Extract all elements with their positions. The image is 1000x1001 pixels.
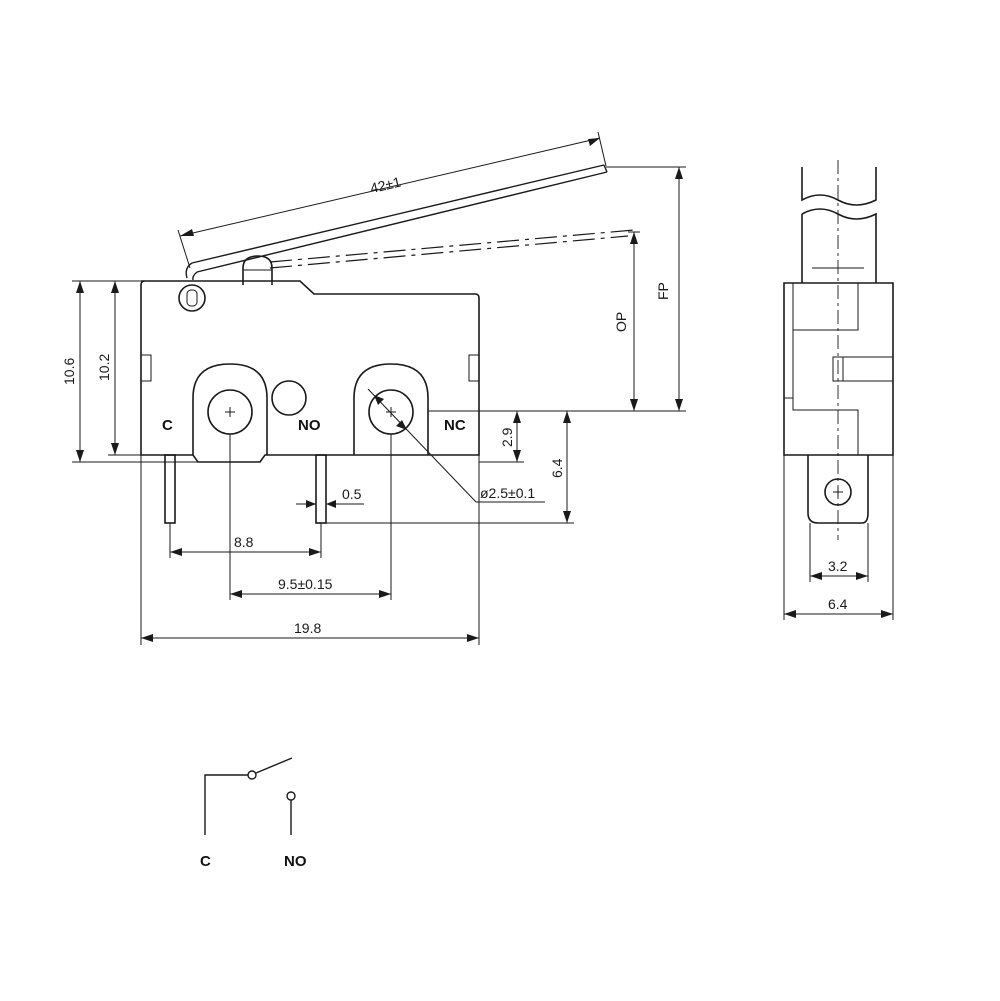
dim-hole-pitch: 9.5±0.15: [278, 576, 333, 592]
side-view: [783, 160, 894, 540]
dim-pitch-c-no: 8.8: [234, 534, 254, 550]
label-no: NO: [298, 417, 321, 434]
schematic-label-no: NO: [284, 853, 307, 870]
lever: [185, 164, 608, 281]
center-hole: [271, 380, 307, 416]
dim-side-width: 6.4: [828, 596, 848, 612]
dim-height-inner: 10.2: [96, 354, 112, 381]
dim-lever-length: 42±1: [369, 174, 403, 197]
actuator-button: [242, 255, 273, 285]
schematic-label-c: C: [200, 853, 211, 870]
terminal-no: [315, 454, 327, 524]
dimensions-front: 42±1 FP OP 10.6 10.2 2.9: [61, 131, 686, 645]
label-c: C: [162, 417, 173, 434]
lever-operated: [269, 229, 635, 263]
dim-fp: FP: [655, 282, 671, 300]
dim-total-length: 19.8: [294, 620, 321, 636]
label-nc: NC: [444, 417, 466, 434]
dim-terminal-length: 6.4: [549, 458, 565, 478]
dim-hole-diameter: ø2.5±0.1: [480, 485, 535, 501]
dim-terminal-width: 3.2: [828, 558, 848, 574]
switch-housing: [140, 280, 480, 463]
dim-terminal-thickness: 0.5: [342, 486, 362, 502]
dimensions-side: 3.2 6.4: [783, 455, 894, 620]
dim-height-outer: 10.6: [61, 358, 77, 385]
circuit-schematic: C NO: [200, 757, 307, 870]
dim-op: OP: [613, 312, 629, 332]
dim-terminal-offset: 2.9: [499, 427, 515, 447]
terminal-c: [164, 454, 176, 524]
front-view: C NO NC: [140, 164, 635, 524]
